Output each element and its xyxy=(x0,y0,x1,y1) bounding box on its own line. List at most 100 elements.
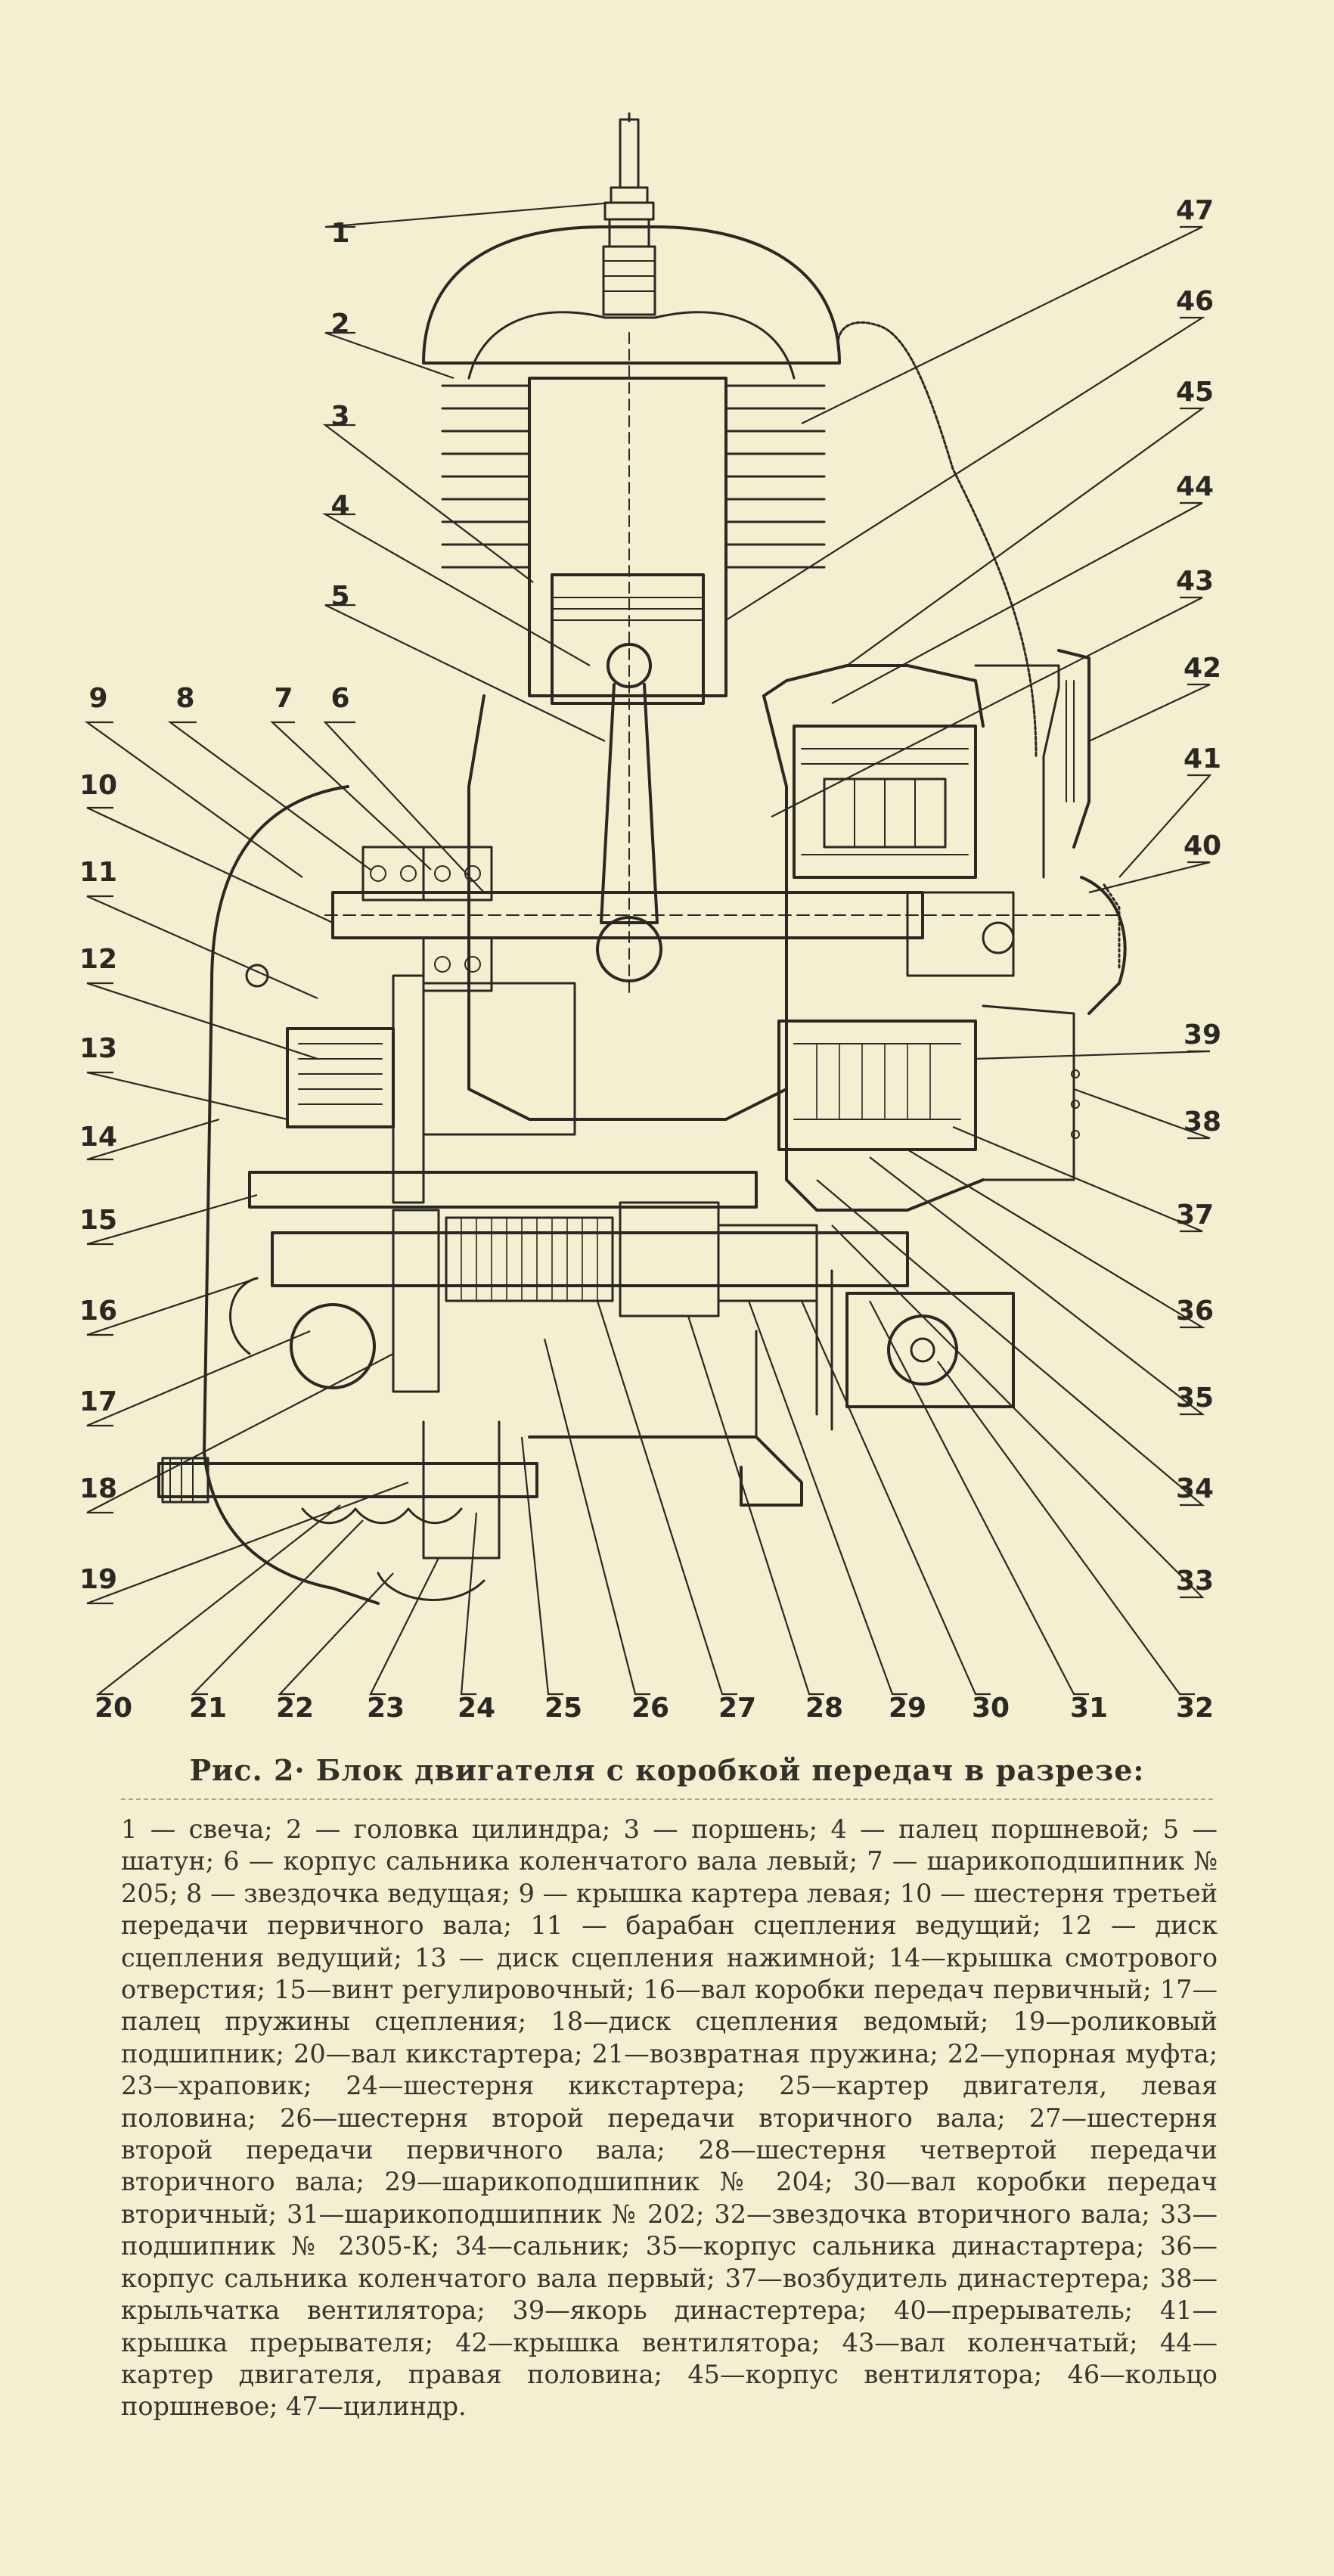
part-number-label-31: 31 xyxy=(1070,1693,1108,1724)
legend-item: 19—роликовый подшипник; xyxy=(121,2006,1218,2069)
part-number-label-28: 28 xyxy=(805,1693,843,1724)
legend-item: 21—возвратная пружина; xyxy=(591,2038,938,2069)
legend-item: 13 — диск сцепления нажимной; xyxy=(414,1942,876,1972)
legend-item: 18—диск сцепления ведомый; xyxy=(551,2006,989,2037)
part-number-label-7: 7 xyxy=(274,683,293,714)
part-number-label-27: 27 xyxy=(718,1693,756,1724)
part-number-label-3: 3 xyxy=(330,401,349,432)
caption-divider xyxy=(121,1799,1213,1800)
legend-item: 47—цилиндр. xyxy=(286,2391,467,2422)
part-number-label-17: 17 xyxy=(79,1386,117,1417)
kickstarter-shaft-drawing xyxy=(157,1462,538,1498)
legend-item: 44—картер двигателя, правая половина; xyxy=(121,2327,1218,2389)
legend-item: 17—палец пружины сцепления; xyxy=(121,1975,1218,2037)
legend-item: 11 — барабан сцепления ведущий; xyxy=(530,1910,1041,1941)
spark-plug-drawing xyxy=(602,112,656,316)
part-number-label-41: 41 xyxy=(1184,743,1221,774)
piston-drawing xyxy=(551,573,705,705)
legend-item: 36—корпус сальника коленчатого вала перв… xyxy=(121,2231,1218,2293)
legend-item: 22—упорная муфта; xyxy=(947,2038,1218,2069)
legend-item: 24—шестерня кикстартера; xyxy=(346,2071,746,2101)
part-number-label-16: 16 xyxy=(79,1296,117,1327)
part-number-label-35: 35 xyxy=(1176,1383,1214,1414)
parts-legend: 1 — свеча; 2 — головка цилиндра; 3 — пор… xyxy=(121,1814,1218,2423)
part-number-label-25: 25 xyxy=(544,1693,582,1724)
legend-item: 3 — поршень; xyxy=(623,1814,817,1844)
legend-item: 30—вал коробки передач вторичный; xyxy=(121,2167,1218,2229)
legend-item: 4 — палец поршневой; xyxy=(830,1814,1150,1844)
legend-item: 12 — диск сцепления ведущий; xyxy=(121,1910,1218,1972)
legend-item: 34—сальник; xyxy=(454,2231,631,2261)
fan-cover-drawing xyxy=(1057,649,1090,849)
legend-item: 6 — корпус сальника коленчатого вала лев… xyxy=(223,1846,858,1876)
part-number-label-12: 12 xyxy=(79,944,117,975)
part-number-label-47: 47 xyxy=(1176,195,1214,226)
legend-item: 25—картер двигателя, левая половина; xyxy=(121,2071,1218,2133)
legend-item: 8 — звездочка ведущая; xyxy=(186,1878,510,1908)
part-number-label-23: 23 xyxy=(367,1693,405,1724)
part-number-label-37: 37 xyxy=(1176,1200,1214,1231)
part-number-label-46: 46 xyxy=(1176,286,1214,317)
part-number-label-34: 34 xyxy=(1176,1473,1214,1504)
part-number-label-38: 38 xyxy=(1184,1106,1221,1137)
part-number-label-2: 2 xyxy=(330,309,349,340)
part-number-label-33: 33 xyxy=(1176,1566,1214,1597)
legend-item: 16—вал коробки передач первичный; xyxy=(643,1975,1152,2005)
legend-item: 38—крыльчатка вентилятора; xyxy=(121,2263,1218,2326)
figure-caption: Рис. 2· Блок двигателя с коробкой переда… xyxy=(189,1753,1145,1787)
part-number-label-11: 11 xyxy=(79,857,117,888)
part-number-label-36: 36 xyxy=(1176,1296,1214,1327)
legend-item: 41—крышка прерывателя; xyxy=(121,2295,1218,2357)
cylinder-head-drawing xyxy=(422,225,841,365)
legend-item: 27—шестерня второй передачи первичного в… xyxy=(121,2103,1218,2165)
part-number-label-6: 6 xyxy=(330,683,349,714)
legend-item: 31—шарикоподшипник № 202; xyxy=(287,2199,705,2229)
part-number-label-14: 14 xyxy=(79,1122,117,1153)
part-number-label-29: 29 xyxy=(889,1693,926,1724)
legend-item: 15—винт регулировочный; xyxy=(274,1975,635,2005)
part-number-label-45: 45 xyxy=(1176,377,1214,408)
legend-item: 37—возбудитель династертера; xyxy=(724,2263,1150,2293)
legend-item: 45—корпус вентилятора; xyxy=(687,2359,1043,2389)
legend-item: 33—подшипник № 2305-К; xyxy=(121,2199,1218,2261)
part-number-label-10: 10 xyxy=(79,770,117,801)
cylinder-fins-drawing xyxy=(441,384,826,569)
part-number-label-30: 30 xyxy=(972,1693,1010,1724)
part-number-label-15: 15 xyxy=(79,1205,117,1236)
legend-item: 2 — головка цилиндра; xyxy=(285,1814,611,1844)
legend-item: 29—шарикоподшипник № 204; xyxy=(384,2167,833,2197)
part-number-label-8: 8 xyxy=(175,683,194,714)
part-number-label-21: 21 xyxy=(189,1693,227,1724)
gearbox-shaft-drawing xyxy=(271,1231,909,1287)
part-number-label-19: 19 xyxy=(79,1564,117,1595)
legend-item: 35—корпус сальника династартера; xyxy=(645,2231,1145,2261)
legend-item: 7 — шарикоподшипник № 205; xyxy=(121,1846,1218,1908)
dynastarter-drawing xyxy=(777,725,1015,1151)
sprocket-drawing xyxy=(815,1269,1015,1431)
part-number-label-13: 13 xyxy=(79,1033,117,1064)
legend-item: 32—звездочка вторичного вала; xyxy=(714,2199,1150,2229)
legend-item: 5 — шатун; xyxy=(121,1814,1218,1876)
legend-item: 28—шестерня четвертой передачи вторичног… xyxy=(121,2135,1218,2197)
legend-item: 14—крышка смотрового отверстия; xyxy=(121,1942,1218,2005)
legend-item: 26—шестерня второй передачи вторичного в… xyxy=(280,2103,1006,2133)
part-number-label-43: 43 xyxy=(1176,566,1214,597)
part-number-label-1: 1 xyxy=(330,218,349,249)
part-number-label-18: 18 xyxy=(79,1473,117,1504)
part-number-label-26: 26 xyxy=(631,1693,669,1724)
part-number-label-39: 39 xyxy=(1184,1020,1221,1051)
part-number-label-40: 40 xyxy=(1184,830,1221,861)
legend-item: 1 — свеча; xyxy=(121,1814,273,1844)
part-number-label-4: 4 xyxy=(330,490,349,521)
legend-item: 40—прерыватель; xyxy=(894,2295,1133,2326)
crankcase-drawing xyxy=(467,694,788,1121)
legend-item: 39—якорь династертера; xyxy=(512,2295,867,2326)
legend-item: 20—вал кикстартера; xyxy=(293,2038,583,2069)
connecting-rod-drawing xyxy=(600,683,659,924)
left-cover-drawing xyxy=(203,785,380,1605)
part-number-label-32: 32 xyxy=(1176,1693,1214,1724)
part-number-label-9: 9 xyxy=(88,683,107,714)
part-number-label-42: 42 xyxy=(1184,653,1221,684)
legend-item: 9 — крышка картера левая; xyxy=(518,1878,892,1908)
